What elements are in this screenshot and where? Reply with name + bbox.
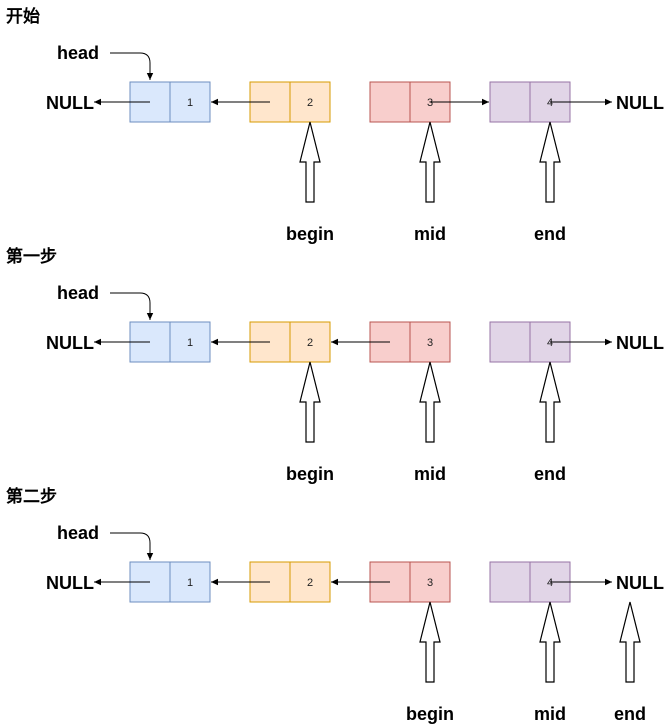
end-label: end — [534, 464, 566, 484]
end-pointer-arrow — [539, 121, 561, 203]
node-value: 3 — [427, 577, 433, 589]
null-right-label: NULL — [616, 573, 664, 593]
head-pointer-arrow — [110, 532, 154, 560]
node-value: 4 — [547, 97, 553, 109]
stage-title: 第一步 — [6, 246, 57, 267]
begin-label: begin — [286, 224, 334, 244]
head-pointer-arrow — [110, 292, 154, 320]
end-label: end — [534, 224, 566, 244]
end-label: end — [614, 704, 646, 724]
node-value: 2 — [307, 97, 313, 109]
null-right-label: NULL — [616, 93, 664, 113]
null-left-label: NULL — [46, 333, 94, 353]
mid-label: mid — [414, 224, 446, 244]
end-pointer-arrow — [619, 601, 641, 683]
stage-title: 开始 — [6, 6, 40, 27]
null-left-label: NULL — [46, 573, 94, 593]
mid-pointer-arrow — [539, 601, 561, 683]
node-value: 1 — [187, 337, 193, 349]
end-pointer-arrow — [539, 361, 561, 443]
mid-pointer-arrow — [419, 121, 441, 203]
null-right-label: NULL — [616, 333, 664, 353]
head-label: head — [57, 43, 99, 63]
begin-pointer-arrow — [299, 121, 321, 203]
node-value: 4 — [547, 577, 553, 589]
begin-label: begin — [406, 704, 454, 724]
head-label: head — [57, 523, 99, 543]
node-value: 1 — [187, 577, 193, 589]
node-value: 2 — [307, 577, 313, 589]
mid-pointer-arrow — [419, 361, 441, 443]
begin-pointer-arrow — [419, 601, 441, 683]
node-value: 4 — [547, 337, 553, 349]
node-value: 3 — [427, 337, 433, 349]
null-left-label: NULL — [46, 93, 94, 113]
head-label: head — [57, 283, 99, 303]
node-value: 3 — [427, 97, 433, 109]
node-value: 1 — [187, 97, 193, 109]
begin-pointer-arrow — [299, 361, 321, 443]
stage-title: 第二步 — [6, 486, 57, 507]
head-pointer-arrow — [110, 52, 154, 80]
mid-label: mid — [414, 464, 446, 484]
begin-label: begin — [286, 464, 334, 484]
node-value: 2 — [307, 337, 313, 349]
mid-label: mid — [534, 704, 566, 724]
